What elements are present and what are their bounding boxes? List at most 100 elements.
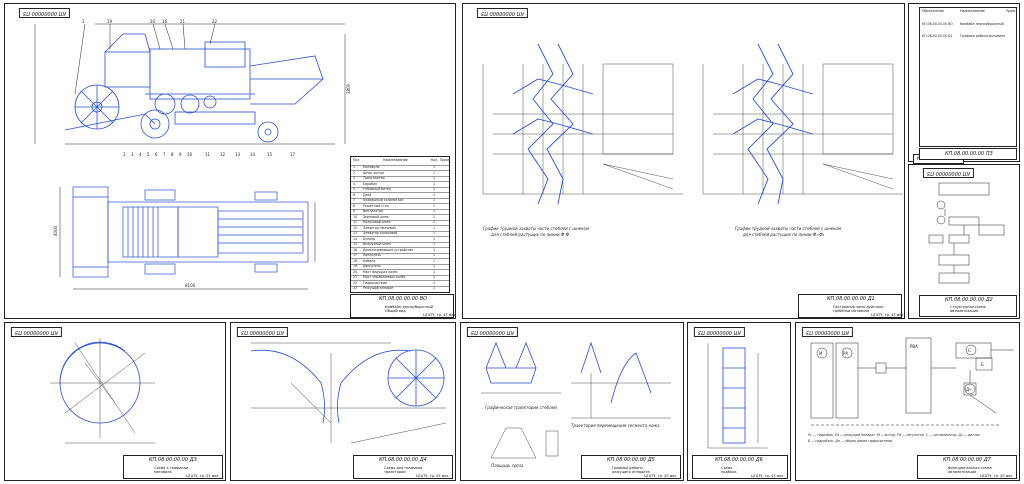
doc-header-code: Обозначение [922,9,945,13]
doc-row-name: Графики работы мотовила [960,34,1006,38]
drawing-subtitle: режущего аппарата [612,470,650,474]
block-dch-label: Дч [966,387,972,392]
spec-row [351,197,449,205]
drawing-title: Схема к графикам [154,466,189,470]
doc-header-note: Прим. [1006,9,1016,13]
length-dimension: 8100 [185,283,196,288]
spec-name: Элеватор зерновой [363,225,396,230]
caption-stems: Графическая траектория стеблей [485,405,557,410]
spec-name: Двигатель [363,264,381,268]
height-dimension: 3800 [346,83,351,94]
spec-pos: 20 [353,269,358,274]
svg-text:11: 11 [205,152,211,157]
spec-pos: 23 [353,286,358,290]
drawing-title: Структурная схема [950,305,986,309]
drawing-subtitle: подбора [721,470,737,474]
spec-qty: 1 [433,220,436,224]
drawing-title: Построение зоны действия [833,305,884,309]
spec-name: Элеватор колосовой [363,231,398,235]
sheet-general-view: КП 00000000 ПЗ [4,3,456,319]
doc-header-name: Наименование [960,9,985,13]
spec-pos: 19 [353,264,358,268]
block-ra-label: РА [843,351,848,356]
title-block: КП.08.00.00.00 Д6 Схема подбора ЦГАТУ, г… [692,455,788,479]
sheet-functional-scheme: КП 00000000 ПЗ М РА РВА С Б Дч Р1 — гидр [795,322,1020,481]
svg-text:14: 14 [250,152,256,157]
title-block: КП.08.00.00.00 Д3 Схема к графикам мотов… [123,455,223,479]
drawing-title: Схема [721,466,733,470]
svg-text:15: 15 [267,152,273,157]
spec-name: Гидросистема [363,280,387,285]
spec-pos: 17 [353,253,358,257]
spec-row [351,241,449,249]
sheet-structural-scheme: КП 00000000 ПЗ КП.08.00.00.00 Д2 Структу… [908,164,1020,319]
caption-right-2: для стеблей растущих по линии Ф₁-Ф₁ [743,232,825,237]
drawing-subtitle: мотовила [154,470,172,474]
spec-qty: 1 [433,236,436,241]
reel-graph-drawing [482,43,903,205]
spec-row [351,280,449,287]
block-b-label: Б [981,362,984,367]
spec-row [351,263,449,271]
drawing-subtitle: траектории [384,470,406,474]
spec-header-name: Наименование [383,158,408,162]
spec-header-qty: Кол. [431,158,439,162]
title-block: КП.08.00.00.00 Д1 Построение зоны действ… [798,294,904,318]
group-label: ЦГАТУ, гр. 43 мех [871,313,904,317]
spec-qty: 1 [433,269,436,274]
spec-name: Клавишный соломотряс [363,198,404,202]
block-c-label: С [968,348,971,353]
drawing-title: Схема для графиков [384,466,423,470]
drawing-code: КП.08.00.00.00 Д1 [827,296,875,302]
spec-row [351,164,449,172]
sheet-reel-scheme: КП 00000000 ПЗ КП.08.00.00.00 Д3 Схема к… [4,322,226,481]
spec-pos: 21 [353,275,358,279]
spec-name: Мост ведущих колёс [363,269,398,274]
spec-qty: 1 [433,214,436,219]
svg-text:6: 6 [155,152,158,157]
spec-pos: 5 [353,187,356,191]
spec-name: Кабина [363,258,376,263]
spec-pos: 18 [353,258,358,263]
svg-text:16: 16 [162,19,168,24]
svg-text:3: 3 [131,152,134,157]
svg-text:10: 10 [187,152,193,157]
spec-name: Решетный стан [363,203,389,208]
spec-row [351,274,449,282]
spec-qty: 1 [433,275,436,279]
caption-cut-area: Площадь среза [491,463,524,468]
spec-row [351,219,449,227]
cutter-graph-drawing [481,341,671,459]
spec-pos: 9 [353,209,356,213]
spec-name: Отбойный битер [363,187,391,191]
spec-row [351,247,449,254]
sheet-reel-graphs: КП 00000000 ПЗ [462,3,905,319]
drawing-subtitle: Общий вид [385,309,406,313]
pickup-drawing [707,343,768,449]
drawing-code: КП.08.00.00.00 ВО [379,296,428,302]
documents-table: Обозначение Наименование Прим. КП.08.00.… [919,7,1017,147]
spec-qty: 1 [433,247,436,252]
drawing-title: Графики работы [612,466,643,470]
spec-qty: 1 [433,253,436,257]
spec-name: Зерновой шнек [363,214,389,219]
doc-row-code: КП.08.00.00.00 Д1 [922,34,953,38]
title-block: КП.08.00.00.00 Д7 Функциональная схема а… [917,455,1017,479]
spec-name: Вентилятор [363,209,383,213]
drawing-title: Функциональная схема [948,466,992,470]
spec-pos: 1 [353,165,356,169]
drawing-code: КП.08.00.00.00 Д4 [379,457,427,463]
spec-qty: 1 [433,280,436,285]
group-label: ЦГАТУ, гр. 43 мех [423,313,456,317]
spec-name: Шнек жатки [363,170,385,175]
spec-pos: 3 [353,176,356,180]
spec-pos: 4 [353,181,356,186]
legend-line-1: Р1 — гидробак, Р4 — режущий аппарат, М —… [808,433,980,437]
spec-row [351,236,449,243]
spec-row [351,203,449,210]
sheet-pickup-scheme: КП 00000000 ПЗ КП.08.00.00.00 Д6 Схема п… [687,322,791,481]
spec-pos: 13 [353,231,358,235]
drawing-code: КП.08.00.00.00 Д6 [715,457,763,463]
